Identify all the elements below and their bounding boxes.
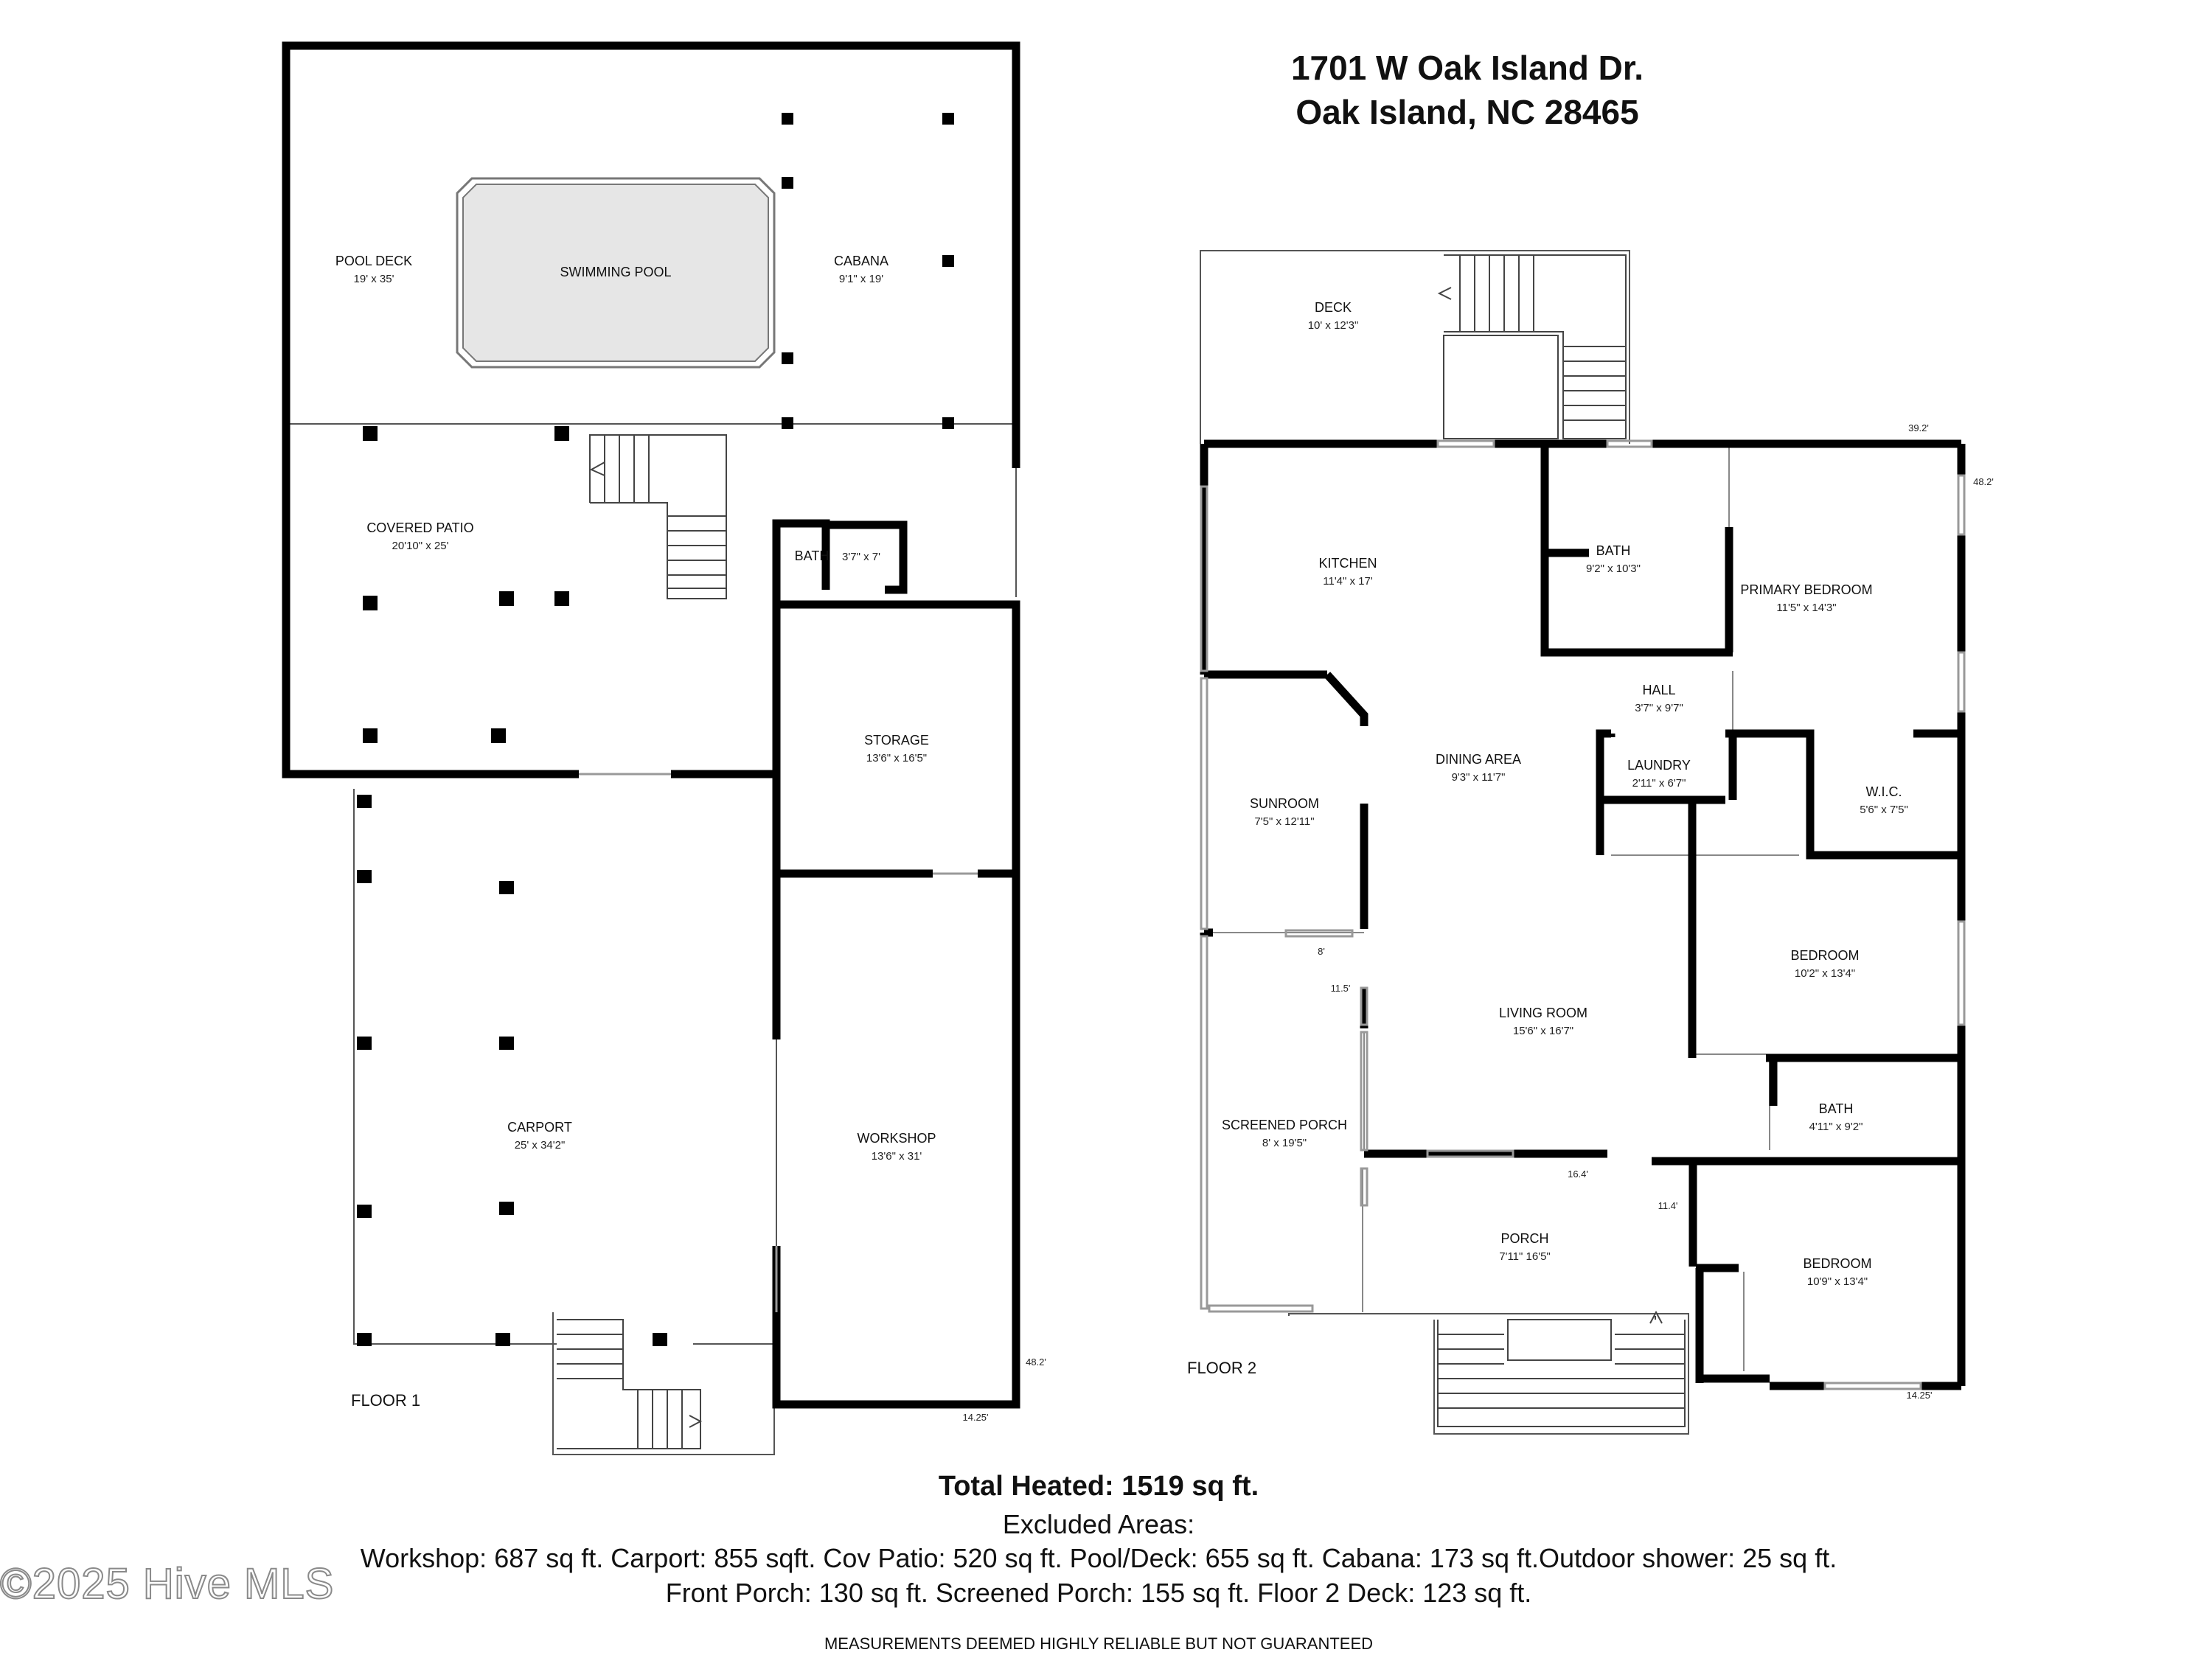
excluded-line-1: Workshop: 687 sq ft. Carport: 855 sqft. … — [360, 1543, 1837, 1573]
deck-outline — [1200, 250, 1689, 1435]
bedroom-1-name: BEDROOM — [1790, 948, 1859, 963]
living-room-name: LIVING ROOM — [1499, 1006, 1587, 1020]
floor1-posts — [357, 113, 954, 1346]
bedroom-1-dim: 10'2" x 13'4" — [1795, 967, 1855, 980]
floor1-walls — [282, 41, 1020, 1409]
workshop-name: WORKSHOP — [857, 1131, 936, 1146]
wic-dim: 5'6" x 7'5" — [1860, 804, 1908, 816]
pool-deck-name: POOL DECK — [335, 254, 412, 268]
floor2-walls — [1200, 439, 1966, 1390]
covered-patio-dim: 20'10" x 25' — [392, 540, 449, 552]
laundry-dim: 2'11" x 6'7" — [1632, 777, 1686, 790]
kitchen-dim: 11'4" x 17' — [1323, 575, 1373, 588]
excluded-title: Excluded Areas: — [1002, 1509, 1195, 1539]
f2-bottom-measure: 14.25' — [1906, 1390, 1932, 1401]
floor-1: POOL DECK 19' x 35' SWIMMING POOL CABANA… — [282, 41, 1046, 1455]
porch-name: PORCH — [1500, 1231, 1548, 1246]
bottom-bath-name: BATH — [1819, 1101, 1854, 1116]
f2-164-measure: 16.4' — [1568, 1168, 1588, 1180]
deck-name: DECK — [1315, 300, 1352, 315]
top-bath-name: BATH — [1596, 543, 1631, 558]
floor-2: DECK 10' x 12'3" KITCHEN 11'4" x 17' BAT… — [1187, 250, 1994, 1435]
floor2-thin-lines — [1206, 446, 1799, 1371]
address-line-1: 1701 W Oak Island Dr. — [1290, 49, 1644, 87]
floor1-windows — [579, 773, 978, 1312]
f1-bath-name: BATH — [795, 548, 830, 563]
f2-8-measure: 8' — [1318, 946, 1325, 957]
covered-patio-name: COVERED PATIO — [366, 520, 473, 535]
carport-name: CARPORT — [507, 1120, 572, 1135]
porch-stairs — [1437, 1310, 1686, 1427]
screened-porch-dim: 8' x 19'5" — [1262, 1137, 1307, 1149]
disclaimer: MEASUREMENTS DEEMED HIGHLY RELIABLE BUT … — [824, 1634, 1374, 1653]
deck-stairs — [1437, 254, 1627, 439]
f2-right-measure: 48.2' — [1973, 476, 1994, 487]
top-bath-dim: 9'2" x 10'3" — [1586, 562, 1641, 575]
primary-bedroom-name: PRIMARY BEDROOM — [1740, 582, 1872, 597]
hall-name: HALL — [1642, 683, 1675, 697]
storage-name: STORAGE — [864, 733, 929, 748]
total-heated-prefix: Total Heated: — [938, 1471, 1114, 1502]
screened-porch-name: SCREENED PORCH — [1222, 1118, 1347, 1132]
floor1-label: FLOOR 1 — [351, 1391, 420, 1410]
hall-dim: 3'7" x 9'7" — [1635, 702, 1683, 714]
bedroom-2-name: BEDROOM — [1803, 1256, 1871, 1271]
floor2-label: FLOOR 2 — [1187, 1359, 1256, 1377]
dining-area-dim: 9'3" x 11'7" — [1452, 771, 1506, 784]
f1-side-measure: 48.2' — [1026, 1356, 1046, 1368]
f2-top-measure: 39.2' — [1908, 422, 1929, 433]
carport-stairs — [557, 1319, 703, 1449]
swimming-pool-name: SWIMMING POOL — [560, 265, 671, 279]
kitchen-name: KITCHEN — [1318, 556, 1377, 571]
cabana-dim: 9'1" x 19' — [839, 273, 883, 285]
address-line-2: Oak Island, NC 28465 — [1295, 93, 1639, 131]
total-heated: Total Heated: 1519 sq ft. — [221, 1471, 1976, 1502]
watermark: ©2025 Hive MLS — [0, 1559, 335, 1609]
excluded-line-2: Front Porch: 130 sq ft. Screened Porch: … — [665, 1578, 1532, 1608]
porch-dim: 7'11" 16'5" — [1499, 1250, 1551, 1263]
total-heated-suffix: sq ft. — [1192, 1471, 1259, 1502]
floor1-thin-lines — [286, 423, 1017, 1455]
bottom-bath-dim: 4'11" x 9'2" — [1809, 1121, 1863, 1133]
total-heated-value: 1519 — [1121, 1471, 1184, 1502]
workshop-dim: 13'6" x 31' — [872, 1150, 922, 1163]
carport-dim: 25' x 34'2" — [515, 1139, 566, 1152]
f2-115-measure: 11.5' — [1331, 983, 1351, 994]
wic-name: W.I.C. — [1866, 784, 1902, 799]
floor2-windows — [1200, 439, 1966, 1390]
sunroom-name: SUNROOM — [1250, 796, 1319, 811]
f1-bottom-measure: 14.25' — [962, 1412, 988, 1423]
living-room-dim: 15'6" x 16'7" — [1513, 1025, 1573, 1037]
primary-bedroom-dim: 11'5" x 14'3" — [1776, 602, 1836, 614]
laundry-name: LAUNDRY — [1627, 758, 1691, 773]
pool-deck-dim: 19' x 35' — [354, 273, 394, 285]
cabana-name: CABANA — [834, 254, 888, 268]
swimming-pool — [456, 177, 776, 369]
f2-114-measure: 11.4' — [1658, 1200, 1678, 1211]
f1-bath-dim: 3'7" x 7' — [842, 551, 880, 563]
bedroom-2-dim: 10'9" x 13'4" — [1807, 1275, 1868, 1288]
patio-stairs — [589, 434, 727, 599]
storage-dim: 13'6" x 16'5" — [866, 752, 927, 764]
sunroom-dim: 7'5" x 12'11" — [1254, 815, 1314, 828]
dining-area-name: DINING AREA — [1436, 752, 1521, 767]
deck-dim: 10' x 12'3" — [1308, 319, 1359, 332]
